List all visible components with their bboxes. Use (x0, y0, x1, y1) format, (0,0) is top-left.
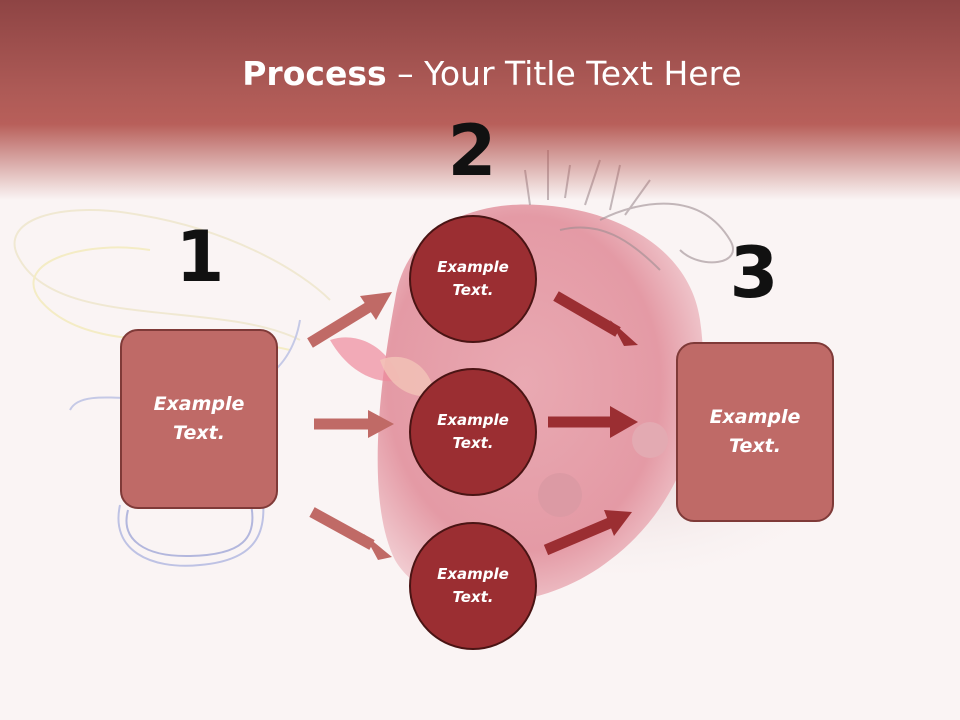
right-box-text: Example Text. (709, 406, 801, 457)
title-dash: – (386, 54, 425, 93)
title-band (0, 0, 960, 200)
step-number-1: 1 (175, 216, 225, 298)
step-number-3: 3 (729, 232, 779, 314)
left-example-box: Example Text. (120, 329, 278, 509)
title-rest: Your Title Text Here (424, 54, 742, 93)
bottom-example-circle: Example Text. (409, 522, 537, 650)
title-bold: Process (242, 54, 387, 93)
arrow-left-middle (314, 410, 394, 438)
arrow-left-down (309, 507, 392, 560)
bottom-circle-text: Example Text. (437, 565, 509, 606)
slide-title: Process – Your Title Text Here (0, 52, 960, 96)
arrow-right-middle (548, 406, 638, 438)
middle-example-circle: Example Text. (409, 368, 537, 496)
arrow-right-down (553, 291, 638, 346)
right-example-box: Example Text. (676, 342, 834, 522)
top-example-circle: Example Text. (409, 215, 537, 343)
arrow-left-up (307, 292, 392, 348)
left-box-text: Example Text. (153, 393, 245, 444)
middle-circle-text: Example Text. (437, 411, 509, 452)
top-circle-text: Example Text. (437, 258, 509, 299)
step-number-2: 2 (447, 110, 497, 192)
arrow-right-up (543, 510, 632, 556)
